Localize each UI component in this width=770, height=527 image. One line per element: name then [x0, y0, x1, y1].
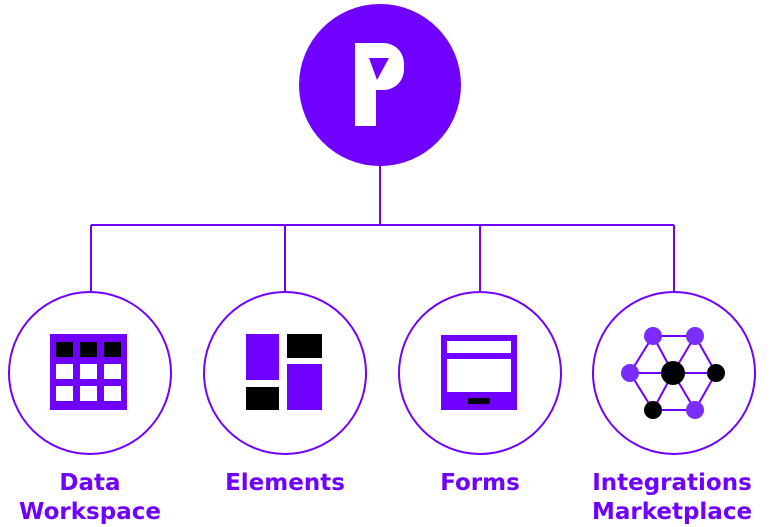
forms-label: Forms [385, 469, 575, 498]
elements-label-line-1: Elements [225, 470, 345, 496]
p-logo-icon [355, 43, 404, 126]
child-node-integrations-marketplace [592, 291, 756, 455]
layout-blocks-icon [246, 334, 322, 410]
node-circle [203, 291, 367, 455]
form-window-icon [441, 335, 517, 410]
forms-label-line-1: Forms [440, 470, 520, 496]
child-node-forms [398, 291, 562, 455]
child-node-elements [203, 291, 367, 455]
integrations-marketplace-label-line-2: Marketplace [591, 499, 753, 525]
child-node-data-workspace [8, 291, 172, 455]
data-workspace-label-line-2: Workspace [19, 499, 161, 525]
integrations-marketplace-label: Integrations Marketplace [577, 469, 767, 527]
connectors [90, 165, 675, 292]
integrations-marketplace-label-line-1: Integrations [592, 470, 752, 496]
network-graph-icon [621, 327, 725, 419]
data-workspace-label: Data Workspace [0, 469, 185, 527]
elements-label: Elements [190, 469, 380, 498]
data-workspace-label-line-1: Data [59, 470, 121, 496]
root-node [299, 4, 461, 166]
table-grid-icon [50, 334, 127, 410]
